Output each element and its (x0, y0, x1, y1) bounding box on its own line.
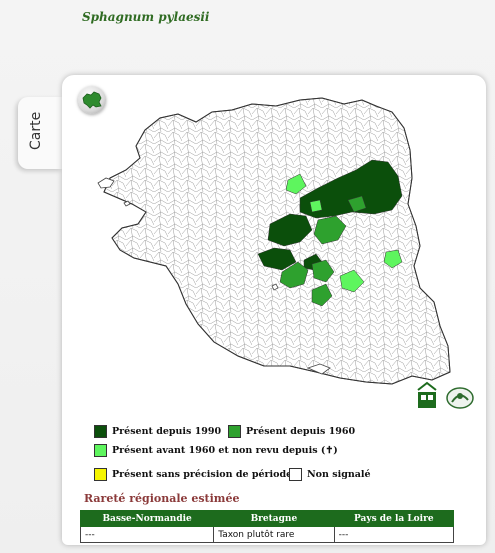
legend-item-1990: Présent depuis 1990 (94, 425, 221, 438)
zone-present-1990[interactable] (257, 159, 403, 271)
rarity-table-header: Basse-Normandie Bretagne Pays de la Loir… (79, 510, 455, 527)
legend-label: Présent sans précision de période (112, 469, 293, 480)
column-header: Basse-Normandie (79, 510, 215, 527)
legend-swatch (289, 468, 302, 481)
legend-item-before-1960: Présent avant 1960 et non revu depuis (✝… (94, 444, 338, 457)
zone-present-before-1960[interactable] (285, 173, 403, 293)
table-cell: Taxon plutôt rare (213, 526, 335, 543)
distribution-map (97, 97, 451, 385)
rarity-title: Rareté régionale estimée (84, 492, 240, 505)
legend: Présent depuis 1990 Présent depuis 1960 … (86, 418, 478, 490)
legend-item-no-period: Présent sans précision de période (94, 468, 292, 481)
legend-swatch (94, 444, 107, 457)
legend-swatch (94, 468, 107, 481)
table-cell: --- (79, 526, 215, 543)
legend-swatch (94, 425, 107, 438)
table-cell: --- (333, 526, 455, 543)
tab-carte[interactable] (18, 97, 62, 169)
column-header: Pays de la Loire (333, 510, 455, 527)
species-title: Sphagnum pylaesii (82, 10, 210, 24)
zone-present-1960[interactable] (279, 195, 367, 307)
table-row: --- Taxon plutôt rare --- (79, 526, 455, 543)
legend-swatch (228, 425, 241, 438)
legend-label: Présent depuis 1990 (112, 426, 222, 437)
rarity-table: Basse-Normandie Bretagne Pays de la Loir… (79, 510, 455, 543)
legend-item-1960: Présent depuis 1960 (228, 425, 355, 438)
tab-carte-label: Carte (28, 111, 44, 150)
legend-item-not-reported: Non signalé (289, 468, 371, 481)
column-header: Bretagne (213, 510, 335, 527)
partner-logos (417, 381, 474, 409)
legend-label: Présent depuis 1960 (246, 426, 356, 437)
legend-label: Non signalé (307, 469, 371, 480)
islands (97, 177, 331, 375)
brittany-map-icon[interactable] (78, 86, 106, 114)
legend-label: Présent avant 1960 et non revu depuis (✝… (112, 445, 338, 456)
